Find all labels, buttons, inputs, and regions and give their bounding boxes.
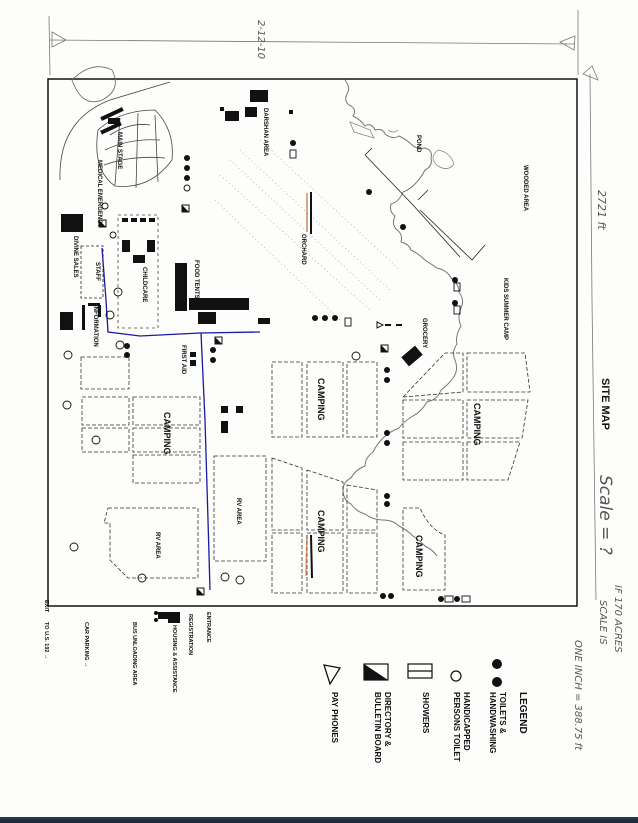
legend: LEGEND TOILETS & HANDWASHING HANDICAPPED…: [323, 659, 528, 763]
food-tents: [175, 263, 270, 324]
label-wooded-area: WOODED AREA: [522, 165, 528, 212]
pay-phone-markers: [376, 321, 402, 329]
island-feature: [71, 66, 116, 103]
label-camping-east: CAMPING: [472, 403, 482, 446]
childcare-area: [117, 214, 159, 329]
label-bus-unloading: BUS UNLOADING AREA: [131, 622, 137, 685]
annotation-scale-question: Scale = ?: [595, 475, 615, 555]
info-bars: [82, 303, 101, 330]
main-stage: [59, 81, 173, 189]
camping-area-center-south: [271, 457, 378, 594]
legend-handicapped-line1: HANDICAPPED: [462, 692, 471, 751]
annotation-scale-note-2: SCALE IS: [597, 600, 608, 645]
label-staff: STAFF: [94, 262, 100, 281]
toilet-icon: [492, 677, 502, 687]
label-kids-summer-camp: KIDS SUMMER CAMP: [502, 278, 508, 340]
label-pond: POND: [415, 135, 421, 153]
label-darshan-area: DARSHAN AREA: [262, 108, 268, 157]
label-first-aid: FIRST AID: [180, 345, 186, 375]
label-housing: HOUSING & ASSISTANCE: [171, 625, 177, 693]
toilet-icon: [492, 659, 502, 669]
camping-area-center-north: [271, 361, 378, 438]
handicapped-toilet-markers: [62, 184, 361, 585]
orchard-rows: [214, 139, 401, 321]
label-orchard: ORCHARD: [300, 234, 306, 265]
directory-markers: [98, 204, 389, 596]
label-camping-southeast: CAMPING: [414, 535, 424, 578]
camping-area-east: [401, 352, 531, 591]
stain-mark: [305, 534, 308, 577]
label-rv-area-west: RV AREA: [154, 532, 160, 559]
label-entrance: ENTRANCE: [205, 612, 211, 643]
legend-toilets-line1: TOILETS &: [498, 692, 507, 734]
annotation-scale-note-1: IF 170 ACRES: [612, 585, 623, 653]
legend-pay-phones: PAY PHONES: [330, 692, 339, 744]
outside-labels: ENTRANCE REGISTRATION HOUSING & ASSISTAN…: [43, 600, 211, 693]
rv-area-west: [103, 507, 199, 579]
legend-handicapped-line2: PERSONS TOILET: [452, 692, 461, 762]
label-to-us-192: TO U.S. 192 →: [43, 622, 49, 660]
shower-markers: [289, 149, 471, 603]
pay-phone-icon: [323, 664, 342, 686]
grocery-building: [401, 345, 423, 367]
label-car-parking: CAR PARKING →: [83, 622, 89, 667]
label-main-stage: MAIN STAGE: [116, 132, 122, 169]
label-food-tents: FOOD TENTS: [193, 260, 199, 299]
label-exit: EXIT: [43, 600, 49, 613]
pond: [349, 121, 455, 169]
camping-area-west: [80, 356, 201, 484]
label-medical-emergency: MEDICAL EMERGENCY: [96, 160, 102, 228]
handicapped-toilet-icon: [450, 670, 462, 682]
wooded-area-treeline: [342, 79, 464, 557]
walking-route: [101, 247, 261, 591]
first-aid-buildings: [190, 352, 243, 433]
legend-showers: SHOWERS: [421, 692, 430, 734]
legend-title: LEGEND: [517, 692, 528, 734]
label-childcare: CHILDCARE: [141, 267, 147, 302]
stage-structure: [100, 107, 124, 135]
map-labels: MAIN STAGE MEDICAL EMERGENCY DARSHAN ARE…: [72, 108, 528, 578]
legend-toilets-line2: HANDWASHING: [488, 692, 497, 753]
legend-directory-line2: BULLETIN BOARD: [373, 692, 382, 763]
scan-bottom-edge: [0, 817, 638, 823]
orchard-stain: [306, 192, 312, 234]
info-building: [60, 312, 73, 330]
label-rv-area-east: RV AREA: [235, 498, 241, 525]
label-camping-center-north: CAMPING: [316, 378, 326, 421]
label-registration: REGISTRATION: [187, 614, 193, 655]
map-border: [47, 78, 578, 607]
label-information: INFORMATION: [92, 305, 98, 347]
annotation-width: 2721 ft: [595, 190, 608, 230]
width-dimension-line: [48, 10, 599, 601]
label-grocery: GROCERY: [421, 318, 427, 348]
legend-directory-line1: DIRECTORY &: [383, 692, 392, 747]
directory-icon: [363, 663, 389, 681]
divine-sales-building: [61, 214, 83, 232]
staff-area: [80, 245, 104, 299]
registration-blocks: [154, 611, 180, 623]
label-divine-sales: DIVINE SALES: [72, 236, 78, 278]
label-camping-center-south: CAMPING: [316, 510, 326, 553]
toilet-markers: [124, 140, 460, 602]
orchard-stain-2: [310, 534, 313, 579]
rv-area-east: [213, 455, 267, 562]
label-camping-west: CAMPING: [162, 412, 172, 455]
shower-icon: [407, 663, 433, 679]
handwritten-annotations: 2-12-10 2721 ft Scale = ? IF 170 ACRES S…: [255, 20, 623, 751]
annotation-date: 2-12-10: [255, 20, 266, 59]
annotation-scale-note-3: ONE INCH = 388.75 ft: [572, 640, 583, 751]
childcare-buildings: [122, 218, 155, 263]
darshan-area-buildings: [220, 90, 293, 121]
kids-summer-camp-road: [364, 147, 486, 261]
site-map-title: SITE MAP: [599, 378, 611, 430]
